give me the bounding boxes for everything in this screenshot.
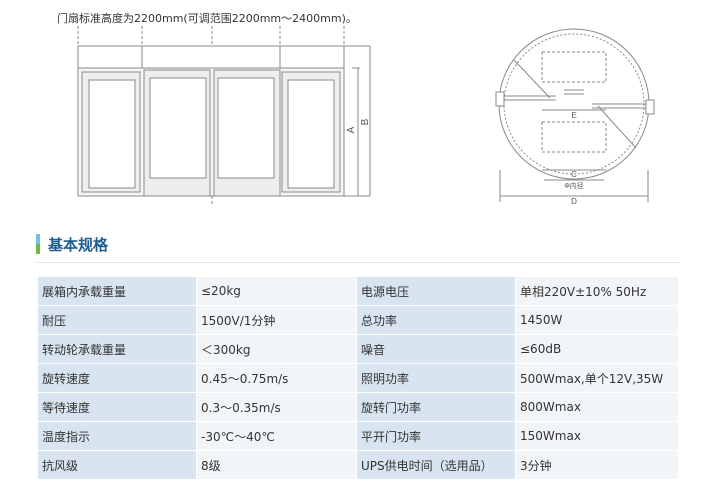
spec-label: 抗风级 (38, 451, 196, 479)
spec-label: 平开门功率 (357, 422, 515, 450)
spec-value: 1450W (516, 306, 678, 334)
plan-view-drawing: E C Φ内径 D (495, 28, 655, 206)
spec-row: 展箱内承载重量 ≤20kg 电源电压 单相220V±10% 50Hz (38, 277, 678, 305)
dim-c-label: C (571, 170, 577, 179)
spec-value: -30℃～40℃ (197, 422, 356, 450)
spec-label: 等待速度 (38, 393, 196, 421)
spec-label: 噪音 (357, 335, 515, 363)
spec-value: 0.45～0.75m/s (197, 364, 356, 392)
spec-value: 0.3～0.35m/s (197, 393, 356, 421)
drawing-note: 门扇标准高度为2200mm(可调范围2200mm～2400mm)。 (57, 12, 357, 25)
dim-b-label: B (360, 118, 371, 125)
spec-value: ＜300kg (197, 335, 356, 363)
spec-label: UPS供电时间（选用品） (357, 451, 515, 479)
spec-row: 温度指示 -30℃～40℃ 平开门功率 150Wmax (38, 422, 678, 450)
spec-label: 展箱内承载重量 (38, 277, 196, 305)
spec-row: 抗风级 8级 UPS供电时间（选用品） 3分钟 (38, 451, 678, 479)
spec-row: 等待速度 0.3～0.35m/s 旋转门功率 800Wmax (38, 393, 678, 421)
spec-row: 转动轮承载重量 ＜300kg 噪音 ≤60dB (38, 335, 678, 363)
spec-value: 800Wmax (516, 393, 678, 421)
front-elevation-drawing: A B (77, 26, 371, 206)
spec-value: 1500V/1分钟 (197, 306, 356, 334)
spec-value: ≤60dB (516, 335, 678, 363)
spec-value: 150Wmax (516, 422, 678, 450)
spec-value: ≤20kg (197, 277, 356, 305)
spec-row: 耐压 1500V/1分钟 总功率 1450W (38, 306, 678, 334)
section-title: 基本规格 (48, 235, 109, 254)
spec-label: 电源电压 (357, 277, 515, 305)
dim-inner-diameter-label: Φ内径 (564, 181, 584, 190)
spec-label: 旋转速度 (38, 364, 196, 392)
spec-label: 旋转门功率 (357, 393, 515, 421)
dim-d-label: D (571, 197, 577, 206)
dim-e-label: E (571, 111, 576, 120)
spec-value: 8级 (197, 451, 356, 479)
spec-label: 总功率 (357, 306, 515, 334)
spec-row: 旋转速度 0.45～0.75m/s 照明功率 500Wmax,单个12V,35W (38, 364, 678, 392)
spec-table: 展箱内承载重量 ≤20kg 电源电压 单相220V±10% 50Hz 耐压 15… (37, 276, 679, 480)
spec-value: 单相220V±10% 50Hz (516, 277, 678, 305)
spec-label: 照明功率 (357, 364, 515, 392)
spec-label: 转动轮承载重量 (38, 335, 196, 363)
spec-value: 3分钟 (516, 451, 678, 479)
dim-a-label: A (346, 126, 357, 133)
spec-label: 耐压 (38, 306, 196, 334)
spec-value: 500Wmax,单个12V,35W (516, 364, 678, 392)
spec-label: 温度指示 (38, 422, 196, 450)
section-header: 基本规格 (36, 232, 108, 256)
section-marker (36, 234, 40, 254)
section-divider (36, 262, 679, 263)
